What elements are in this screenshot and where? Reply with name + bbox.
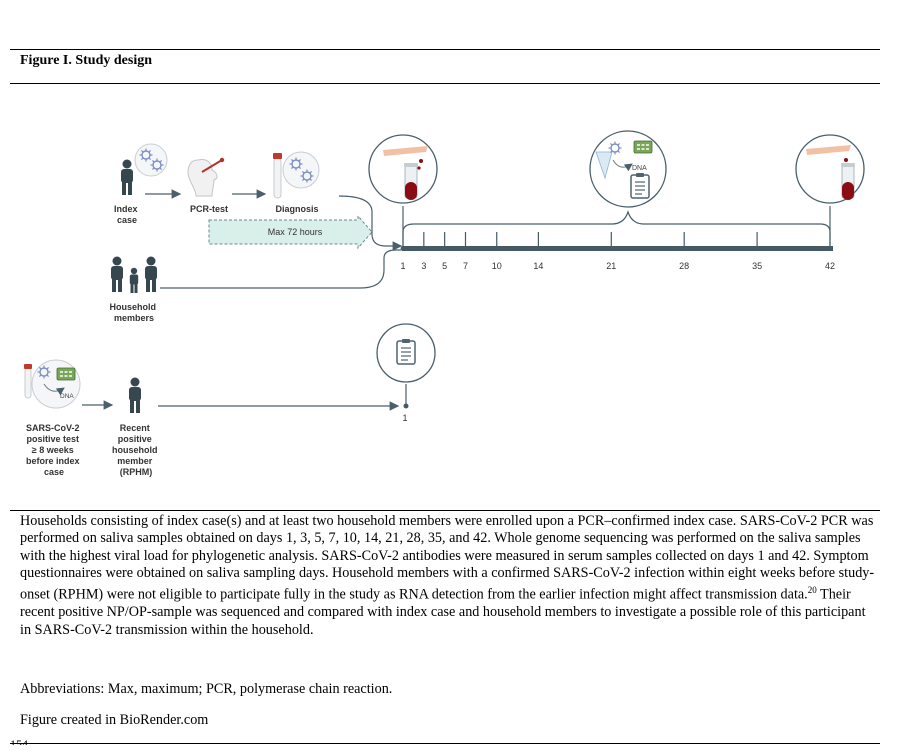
biorender-credit: Figure created in BioRender.com xyxy=(20,712,209,728)
pcr-test-label: PCR-test xyxy=(190,204,228,214)
diagnosis-label: Diagnosis xyxy=(275,204,318,214)
timeline-dot-day-3 xyxy=(421,246,427,251)
rphm-questionnaire-icon xyxy=(376,323,436,383)
timeline-day-label-28: 28 xyxy=(679,261,689,271)
day1-blood-sample-icon xyxy=(368,134,438,204)
top-rule xyxy=(10,49,880,50)
timeline-dot-day-42 xyxy=(827,246,833,251)
max-72-hours-label: Max 72 hours xyxy=(268,227,323,237)
timeline-dot-day-35 xyxy=(754,246,760,251)
timeline-dot-day-5 xyxy=(442,246,448,251)
figure-title: Figure I. Study design xyxy=(20,53,152,68)
index-case-label: Index case xyxy=(114,204,140,225)
timeline-day-label-3: 3 xyxy=(421,261,426,271)
day42-blood-sample-icon xyxy=(795,134,865,204)
household-members-icon xyxy=(111,256,157,293)
title-rule xyxy=(10,83,880,84)
positive-test-label: SARS-CoV-2 positive test ≥ 8 weeks befor… xyxy=(26,423,82,477)
timeline-dot-day-21 xyxy=(608,246,614,251)
diagnosis-tube-icon xyxy=(273,153,282,199)
caption-top-rule xyxy=(10,510,880,511)
timeline-day-label-7: 7 xyxy=(463,261,468,271)
caption-paragraph-end: Their recent positive NP/OP-sample was s… xyxy=(20,586,866,638)
virus-bubble-icon xyxy=(134,143,168,177)
timeline-day-label-21: 21 xyxy=(606,261,616,271)
timeline-day-label-42: 42 xyxy=(825,261,835,271)
rphm-label: Recent positive household member (RPHM) xyxy=(112,423,160,477)
sequencing-questionnaire-icon: DNA xyxy=(589,130,667,208)
timeline-dot-day-10 xyxy=(494,246,500,251)
sequencing-dna-label: DNA xyxy=(632,165,647,172)
index-case-person-icon xyxy=(121,159,133,195)
diagnosis-virus-bubble-icon xyxy=(282,151,320,189)
timeline-dot-day-14 xyxy=(535,246,541,251)
page-number: 154 xyxy=(10,738,28,745)
timeline-day-label-10: 10 xyxy=(492,261,502,271)
household-members-label: Household members xyxy=(109,302,158,323)
pcr-swab-head-icon xyxy=(187,157,225,197)
household-connector xyxy=(160,249,401,289)
figure-caption: Households consisting of index case(s) a… xyxy=(20,513,875,639)
bottom-rule xyxy=(10,743,880,744)
rphm-dna-label: DNA xyxy=(60,393,74,400)
abbreviations-note: Abbreviations: Max, maximum; PCR, polyme… xyxy=(20,681,393,697)
timeline-day-label-1: 1 xyxy=(400,261,405,271)
caption-paragraph: Households consisting of index case(s) a… xyxy=(20,513,875,603)
study-design-diagram: Index case PCR-test Diagnosis Max 72 hou… xyxy=(24,130,865,477)
rphm-day-label: 1 xyxy=(402,413,407,423)
diagnosis-connector xyxy=(338,195,403,251)
timeline-dot-day-1 xyxy=(400,246,406,251)
caption-footnote-ref[interactable]: 20 xyxy=(807,585,817,596)
rphm-day-dot xyxy=(403,403,409,409)
saliva-sampling-brace xyxy=(402,210,831,233)
timeline-day-label-35: 35 xyxy=(752,261,762,271)
timeline-dot-day-28 xyxy=(681,246,687,251)
timeline-day-label-5: 5 xyxy=(442,261,447,271)
rphm-sample-icon: DNA xyxy=(24,359,81,409)
timeline-day-label-14: 14 xyxy=(533,261,543,271)
max-72-hours-box xyxy=(208,214,373,250)
timeline-dot-day-7 xyxy=(463,246,468,251)
timeline-bar xyxy=(402,246,833,251)
rphm-person-icon xyxy=(129,377,141,413)
